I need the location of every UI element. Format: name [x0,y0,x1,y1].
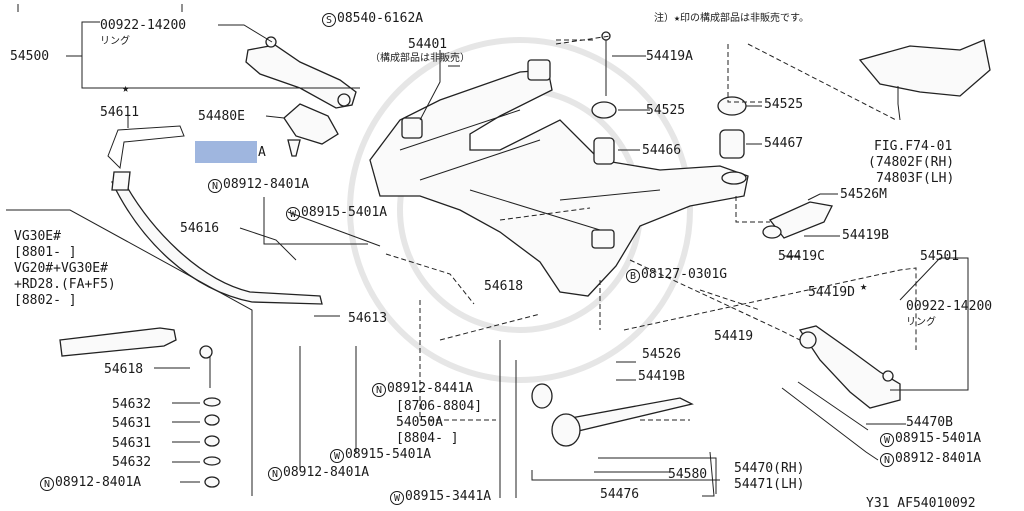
label-54419b-top: 54419B [842,228,889,243]
top-corner-mark [17,4,183,12]
label-ring-text-lower: リング [906,317,936,328]
star-mark-upper: ★ [122,81,130,95]
label-fig-f74-line2: (74802F(RH) [868,155,955,170]
label-ring-text-upper: リング [100,36,130,47]
stabilizer-link-inset [59,327,177,357]
label-54631-b: 54631 [112,436,152,451]
figure-reference: Y31 AF54010092 [866,496,976,511]
bushing-stack-b [717,96,747,159]
label-54632-a: 54632 [112,397,152,412]
label-date-range-1: [8706-8804] [396,399,483,414]
highlight-box [195,141,257,163]
label-date-range-2: [8804- ] [396,431,459,446]
label-54618-mid: 54618 [484,279,524,294]
label-54632-b: 54632 [112,455,152,470]
label-54467: 54467 [764,136,804,151]
note-text: 注）★印の構成部品は非販売です。 [654,13,810,24]
bushing-stack-a [591,31,617,165]
bolt-54480a [287,139,301,157]
label-54419b-low: 54419B [638,369,685,384]
dashed-leader-lines [385,35,917,421]
label-54616: 54616 [180,221,220,236]
crossmember-frame [369,59,749,297]
label-54580: 54580 [668,467,708,482]
label-54525-b: 54525 [764,97,804,112]
label-ring-part-upper: 00922-14200 [100,18,187,33]
label-54470-rh: 54470(RH) [734,461,805,476]
tension-rod [531,383,694,447]
label-54419c: 54419C [778,249,825,264]
leader-lines [66,21,969,498]
label-fig-f74-line1: FIG.F74-01 [874,139,953,154]
bracket-54480e [283,103,339,145]
label-54526m: 54526M [840,187,887,202]
label-54466: 54466 [642,143,682,158]
upper-link-arm [245,36,357,109]
label-applicability-3: VG20#+VG30E# [14,261,108,276]
label-54471-lh: 54471(LH) [734,477,805,492]
label-applicability-5: [8802- ] [14,293,77,308]
star-mark-lower: ★ [860,279,868,293]
label-applicability-1: VG30E# [14,229,61,244]
inset-divider [6,209,253,496]
label-54470b: 54470B [906,415,953,430]
label-ring-part-lower: 00922-14200 [906,299,993,314]
washer-column [203,397,221,488]
label-54476: 54476 [600,487,640,502]
label-54480e: 54480E [198,109,245,124]
label-54480a-suffix: A [258,145,266,160]
label-54050a: 54050A [396,415,443,430]
label-crossmember-note: （構成部品は非販売） [370,53,470,64]
label-54501: 54501 [920,249,960,264]
label-applicability-2: [8801- ] [14,245,77,260]
label-54419a: 54419A [646,49,693,64]
label-54525-a: 54525 [646,103,686,118]
label-54526: 54526 [642,347,682,362]
label-fig-f74-line3: 74803F(LH) [876,171,955,186]
fig-f74-component [858,39,991,97]
label-54401: 54401 [408,37,448,52]
label-54419d: 54419D [808,285,855,300]
label-54618-left: 54618 [104,362,144,377]
label-54631-a: 54631 [112,416,152,431]
label-54419: 54419 [714,329,754,344]
label-54500: 54500 [10,49,50,64]
label-applicability-4: +RD28.(FA+F5) [14,277,116,292]
label-54611: 54611 [100,105,140,120]
lower-control-arm [798,325,901,409]
stabilizer-bar [107,125,323,305]
bracket-54526m [768,201,833,239]
label-54613: 54613 [348,311,388,326]
